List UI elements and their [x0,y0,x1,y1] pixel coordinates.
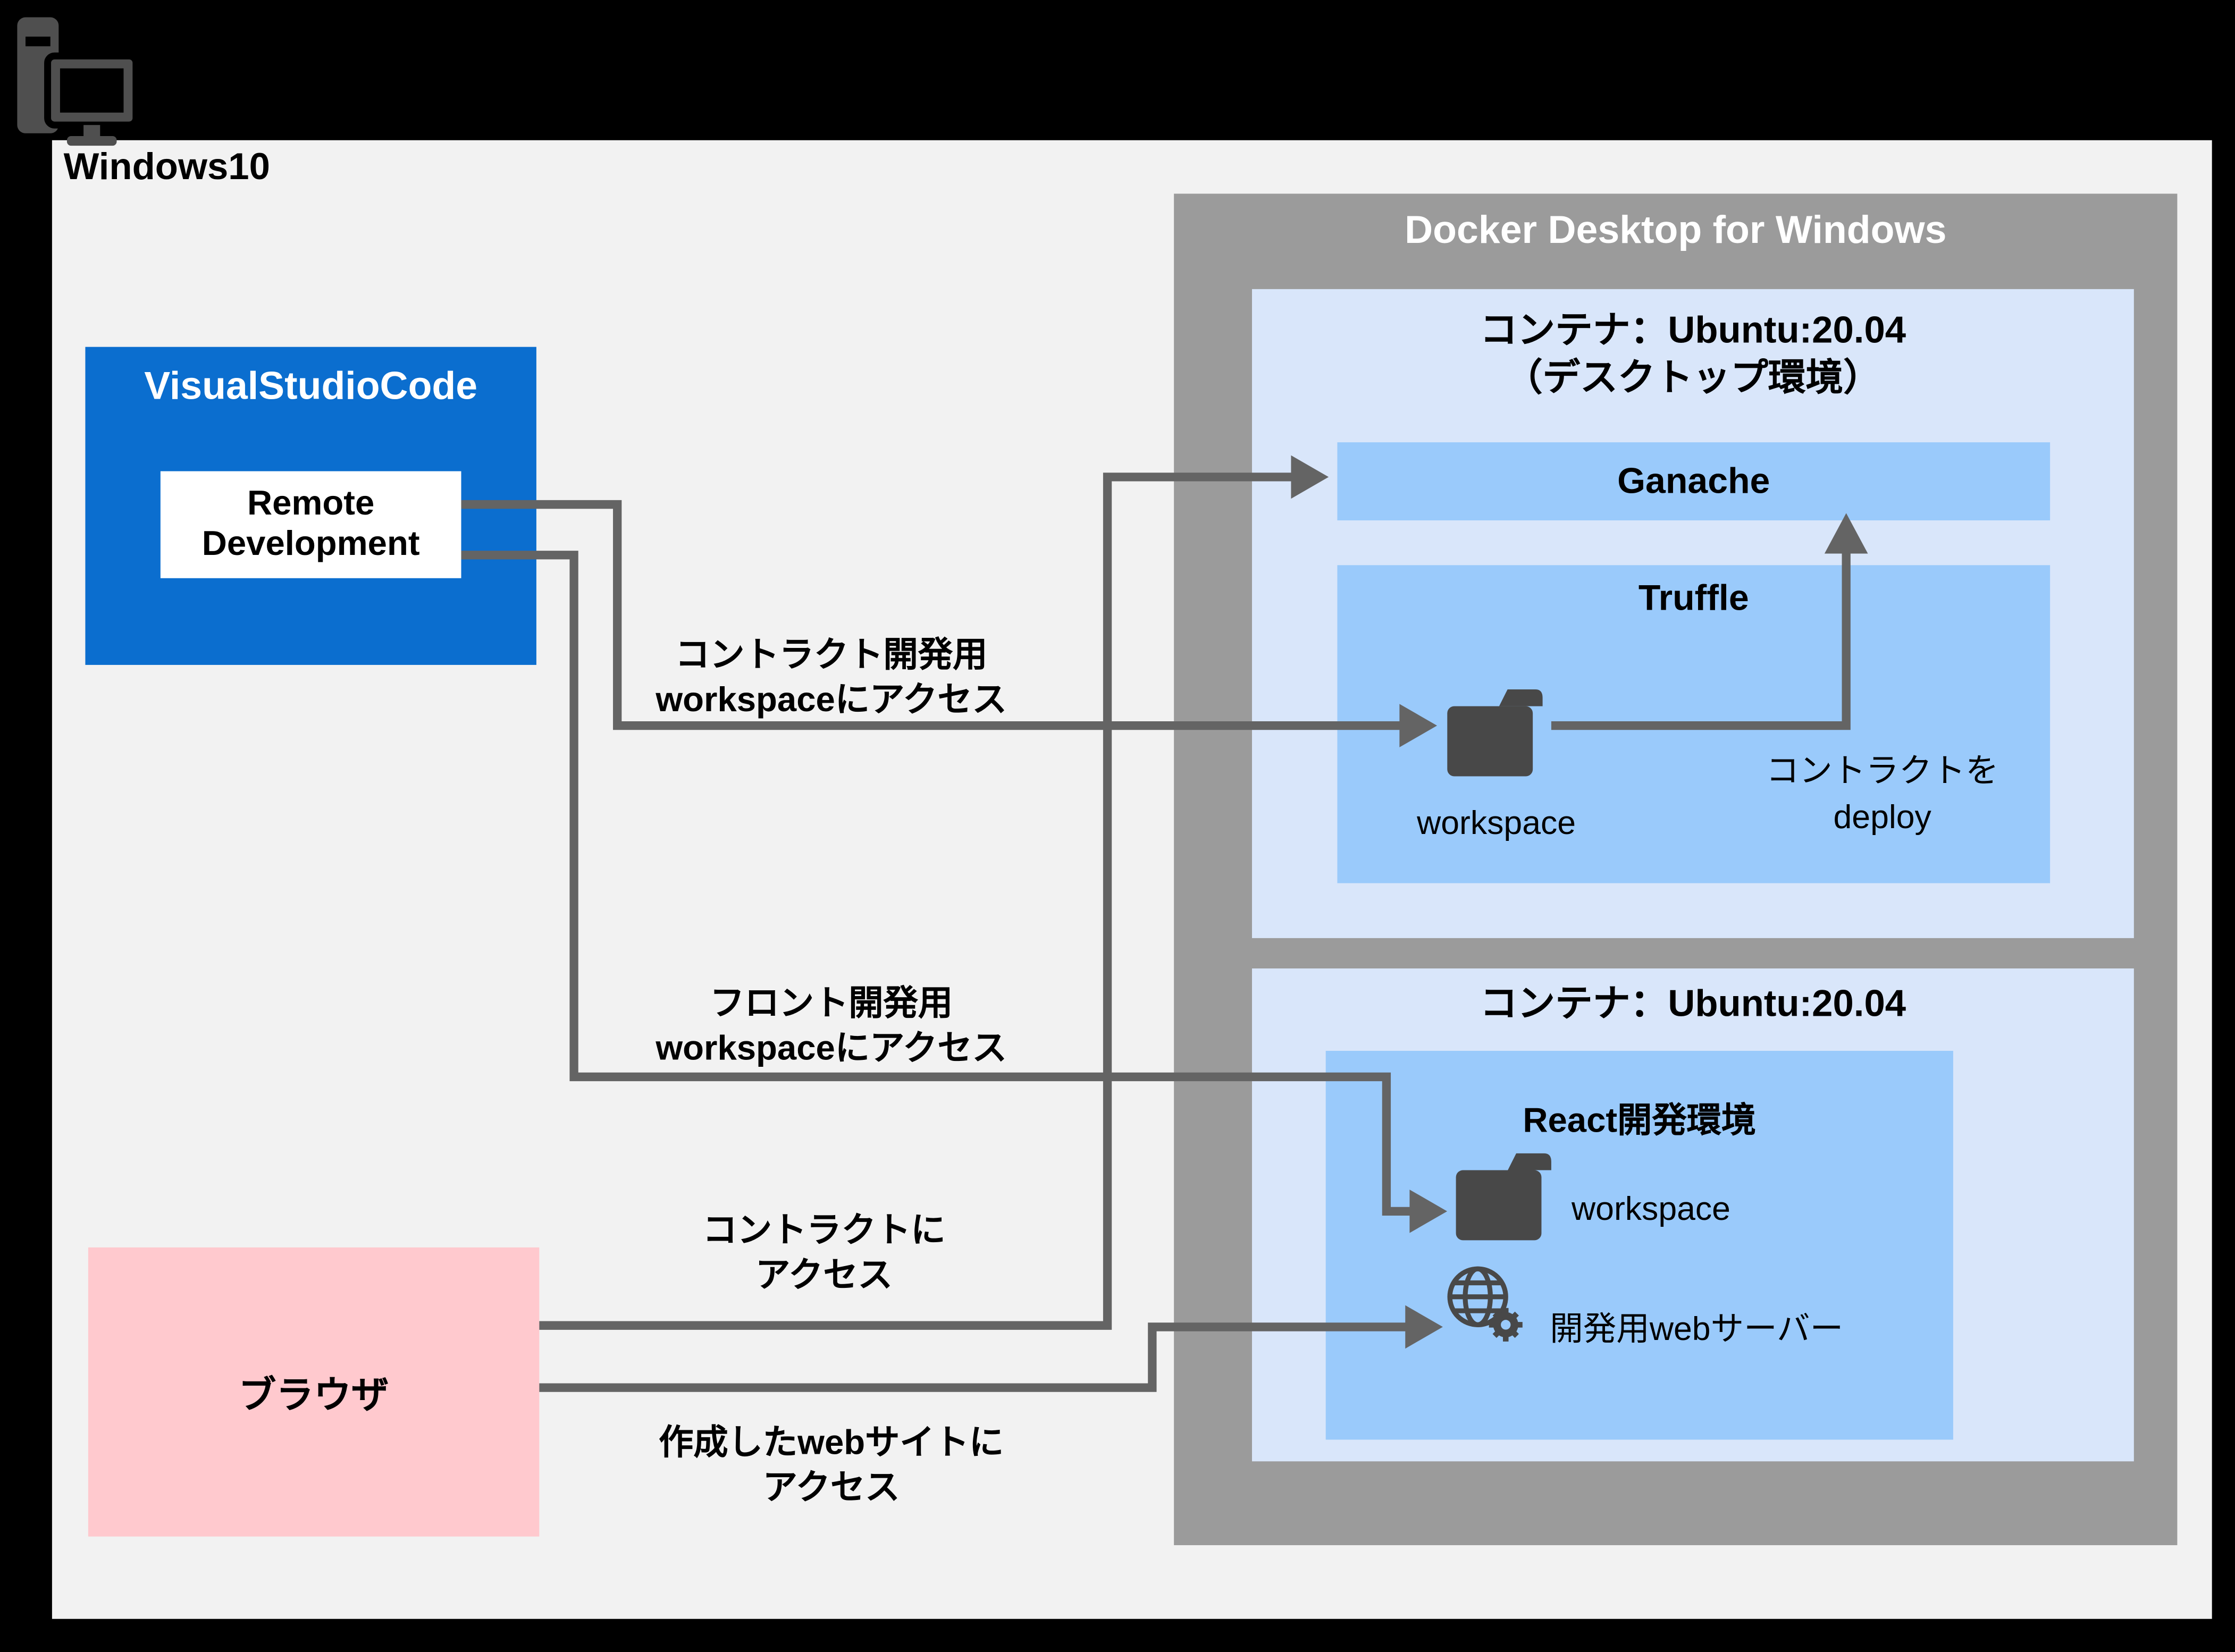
container1-title-line1: コンテナ：Ubuntu:20.04 [1480,308,1906,351]
remote-development-label-line2: Development [201,525,420,564]
browser-box: ブラウザ [88,1247,540,1537]
truffle-box: Truffle workspace コントラクトを deploy [1337,565,2051,883]
os-title: Windows10 [63,144,270,188]
react-env-label: React開発環境 [1523,1101,1757,1141]
react-env-box: React開発環境 workspace [1325,1051,1953,1440]
browser-label: ブラウザ [238,1372,389,1416]
deploy-label-line2: deploy [1833,798,1931,836]
web-server-label: 開発用webサーバー [1550,1309,1844,1347]
react-workspace-label: workspace [1571,1190,1730,1227]
website-access-label: 作成したwebサイトに アクセス [615,1421,1048,1511]
web-server-globe-icon [1443,1262,1527,1346]
deploy-label: コントラクトを deploy [1728,747,2037,840]
deploy-label-line1: コントラクトを [1766,752,1999,789]
ganache-label: Ganache [1617,460,1770,501]
container2-ubuntu: コンテナ：Ubuntu:20.04 React開発環境 workspace [1252,968,2134,1462]
contract-access-line1: コントラクトに [702,1211,946,1251]
vscode-box: VisualStudioCode Remote Development [85,347,536,665]
windows-pc-icon [14,9,140,147]
website-access-line1: 作成したwebサイトに [659,1423,1004,1463]
contract-workspace-access-label: コントラクト開発用 workspaceにアクセス [615,633,1048,723]
front-workspace-access-line2: workspaceにアクセス [656,1029,1007,1069]
contract-workspace-access-line2: workspaceにアクセス [656,681,1007,720]
remote-development-label-line1: Remote [247,485,375,524]
docker-desktop-title: Docker Desktop for Windows [1405,208,1947,252]
container2-title: コンテナ：Ubuntu:20.04 [1480,981,1906,1025]
container1-title-line2: （デスクトップ環境） [1505,356,1881,399]
folder-icon [1450,1151,1560,1243]
website-access-line2: アクセス [762,1469,900,1508]
truffle-workspace-label: workspace [1417,803,1576,841]
remote-development-box: Remote Development [160,471,461,578]
contract-workspace-access-line1: コントラクト開発用 [675,636,988,675]
ganache-box: Ganache [1337,442,2051,520]
container1-ubuntu-desktop: コンテナ：Ubuntu:20.04 （デスクトップ環境） Ganache Tru… [1252,289,2134,938]
contract-access-line2: アクセス [755,1256,893,1296]
front-workspace-access-line1: フロント開発用 [710,984,953,1024]
vscode-title: VisualStudioCode [144,364,478,408]
truffle-label: Truffle [1638,578,1749,619]
contract-access-label: コントラクトに アクセス [651,1208,998,1299]
front-workspace-access-label: フロント開発用 workspaceにアクセス [615,981,1048,1072]
folder-icon [1441,687,1551,779]
docker-desktop-box: Docker Desktop for Windows コンテナ：Ubuntu:2… [1174,193,2178,1546]
